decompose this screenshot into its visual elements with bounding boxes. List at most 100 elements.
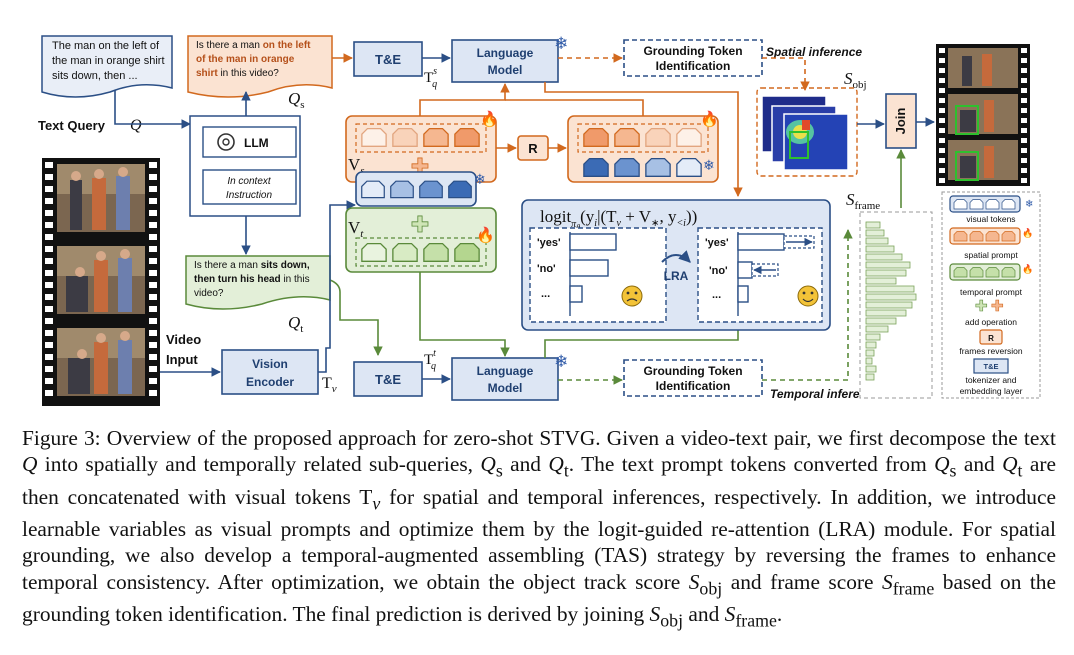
text-query-label: Text Query	[38, 118, 106, 133]
sobj-label: Sobj	[844, 69, 867, 91]
gti-top: Grounding Token Identification	[623, 39, 763, 77]
yes-bar	[569, 233, 617, 251]
no-bar	[569, 259, 609, 277]
legend-visual-tokens: visual tokens	[966, 214, 1015, 224]
qs-label: Qs	[288, 89, 305, 111]
other-bar	[569, 285, 583, 303]
svg-text:Encoder: Encoder	[246, 375, 294, 389]
instruction-label: Instruction	[226, 190, 273, 201]
svg-text:...: ...	[712, 289, 721, 301]
visual-tokens-block: ❄	[355, 171, 486, 207]
llm-label: LLM	[244, 136, 269, 150]
svg-text:🔥: 🔥	[1022, 227, 1033, 238]
sobj-heatmap-stack	[756, 87, 858, 177]
svg-text:✚: ✚	[991, 298, 1004, 315]
gti-to-sobj-arrow	[762, 57, 810, 91]
lra-panel: logitπθ(yi|(Tv + V∗, y<i)) 'yes' 'no' ..…	[521, 199, 831, 331]
frozen-snowflake-icon: ❄	[474, 171, 486, 187]
svg-text:Model: Model	[488, 381, 523, 395]
svg-text:Language: Language	[477, 364, 534, 378]
qt-to-te-arrow	[329, 279, 383, 356]
smile-face-icon	[797, 285, 819, 307]
svg-text:'no': 'no'	[709, 265, 728, 277]
language-model-top: Language Model	[451, 39, 559, 83]
qt-box: Is there a man sits down, then turn his …	[185, 255, 331, 310]
qt-label: Qt	[288, 313, 303, 335]
svg-text:Grounding Token: Grounding Token	[643, 364, 742, 378]
text-query-box: The man on the left of the man in orange…	[41, 35, 173, 98]
lm-to-logit-arrow	[544, 82, 743, 197]
legend-temporal-prompt: temporal prompt	[960, 287, 1023, 297]
query-to-llm-arrow	[114, 90, 191, 129]
temporal-prompt-block: ✚ 🔥	[345, 207, 497, 273]
language-model-bottom: Language Model	[451, 357, 559, 401]
svg-text:T&E: T&E	[375, 52, 401, 67]
q-symbol: Q	[130, 117, 142, 134]
svg-text:'yes': 'yes'	[705, 237, 729, 249]
legend-add-operation: add operation	[965, 317, 1017, 327]
vision-encoder: Vision Encoder	[221, 349, 319, 395]
video-frame-2	[57, 246, 145, 314]
svg-text:✚: ✚	[975, 298, 988, 315]
svg-text:Vision: Vision	[252, 357, 288, 371]
svg-text:T&E: T&E	[375, 372, 401, 387]
in-context-label: In context	[227, 176, 272, 187]
video-frame-3	[57, 328, 145, 396]
spatial-inference-label: Spatial inference	[766, 45, 862, 59]
gti-bottom: Grounding Token Identification	[623, 359, 763, 397]
reversed-to-lm-arrow	[505, 99, 644, 116]
frozen-snowflake-icon: ❄	[554, 352, 568, 371]
vs-to-lm-arrow	[419, 83, 510, 116]
te-bottom-block: T&E	[353, 361, 423, 397]
legend-spatial-prompt: spatial prompt	[964, 250, 1018, 260]
trainable-flame-icon: 🔥	[700, 110, 719, 128]
legend-embedding-layer: embedding layer	[960, 386, 1023, 396]
frozen-snowflake-icon: ❄	[703, 157, 715, 173]
add-icon: ✚	[411, 212, 429, 237]
svg-text:Is there a man on the left: Is there a man on the left of the man in…	[196, 40, 313, 79]
openai-logo-icon	[217, 133, 235, 151]
svg-text:...: ...	[541, 288, 550, 300]
vt-label: Vt	[348, 218, 364, 240]
figure-caption: Figure 3: Overview of the proposed appro…	[22, 426, 1057, 631]
tv-to-tokens-arrow	[318, 200, 356, 373]
vs-label: Vs	[348, 155, 365, 177]
svg-text:Identification: Identification	[656, 379, 731, 393]
legend-tokenizer: tokenizer and	[965, 375, 1016, 385]
svg-text:'no': 'no'	[537, 263, 556, 275]
trainable-flame-icon: 🔥	[476, 226, 495, 244]
svg-text:Language: Language	[477, 46, 534, 60]
sframe-label: Sframe	[846, 190, 880, 212]
trainable-flame-icon: 🔥	[480, 110, 499, 128]
vt-to-lm-arrow	[419, 272, 510, 357]
reversed-tokens-block: 🔥 ❄	[567, 110, 719, 183]
gti-to-sframe-arrow	[762, 229, 853, 381]
input-video-filmstrip	[42, 158, 160, 406]
lra-label: LRA	[664, 269, 689, 283]
legend: ❄ visual tokens 🔥 spatial prompt 🔥 tempo…	[941, 191, 1041, 399]
temporal-inference-label: Temporal inference	[770, 387, 881, 401]
video-frame-1	[57, 164, 145, 232]
svg-text:Model: Model	[488, 63, 523, 77]
frames-reversion-block: R	[517, 135, 549, 161]
join-block: Join	[885, 93, 917, 149]
svg-text:T&E: T&E	[984, 362, 999, 371]
qs-box: Is there a man on the left of the man in…	[187, 35, 333, 98]
svg-text:Identification: Identification	[656, 59, 731, 73]
svg-text:🔥: 🔥	[1022, 263, 1033, 274]
sad-face-icon	[621, 285, 643, 307]
svg-text:Is there a man sits down,: Is there a man sits down, then turn his …	[194, 260, 312, 299]
svg-text:R: R	[528, 141, 538, 156]
llm-module: LLM In context Instruction	[189, 115, 301, 217]
output-video-filmstrip	[936, 44, 1030, 186]
video-input-label-2: Input	[166, 352, 198, 367]
svg-text:'yes': 'yes'	[537, 237, 561, 249]
text-query-line: The man on the left of the man in orange…	[52, 40, 168, 82]
video-input-label-1: Video	[166, 332, 201, 347]
svg-text:Join: Join	[893, 108, 908, 135]
svg-text:❄: ❄	[1025, 199, 1033, 210]
te-top-block: T&E	[353, 41, 423, 77]
method-overview-figure: The man on the left of the man in orange…	[38, 34, 1041, 406]
